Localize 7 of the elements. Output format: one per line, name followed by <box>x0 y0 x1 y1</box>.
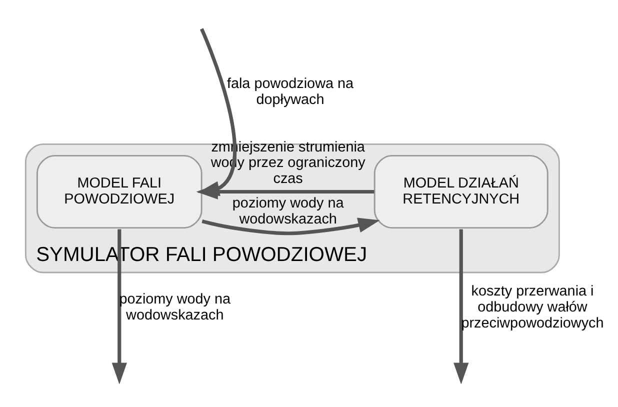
edge-label: fala powodziowa na dopływach <box>226 75 354 108</box>
node-box: MODEL FALI POWODZIOWEJ <box>36 154 202 228</box>
arrow <box>202 217 380 235</box>
edge-label: poziomy wody na wodowskazach <box>232 195 344 227</box>
arrow <box>454 228 469 384</box>
node-box: MODEL DZIAŁAŃ RETENCYJNYCH <box>374 154 548 228</box>
arrow <box>112 228 127 384</box>
